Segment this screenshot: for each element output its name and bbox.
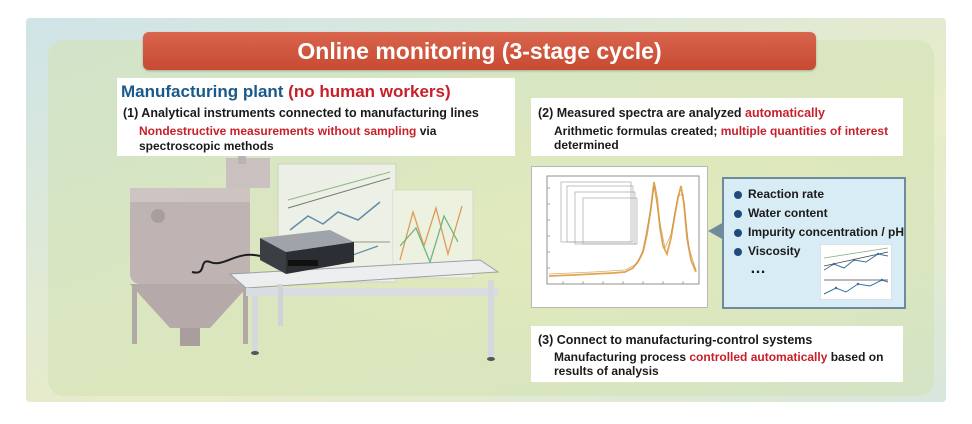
step3-line1-prefix: Manufacturing process xyxy=(554,350,690,364)
step2-label: (2) Measured spectra are analyzed automa… xyxy=(538,106,825,120)
plant-heading-text: Manufacturing plant xyxy=(121,82,289,101)
reactor-tank xyxy=(130,150,270,346)
quantity-item: Reaction rate xyxy=(748,187,825,201)
page-title: Online monitoring (3-stage cycle) xyxy=(143,32,816,70)
spectrometer-instrument xyxy=(260,230,354,274)
step2-prefix: (2) Measured spectra are analyzed xyxy=(538,106,746,120)
quantity-item: Water content xyxy=(748,206,828,220)
pointer-arrow-icon xyxy=(708,222,724,240)
bullet-icon xyxy=(734,229,742,237)
quantity-item: Impurity concentration / pH xyxy=(748,225,905,239)
step2-detail-line1: Arithmetic formulas created; multiple qu… xyxy=(554,124,888,138)
spectrum-inset-frames xyxy=(560,181,638,245)
y-axis-ticks xyxy=(547,187,550,269)
x-axis-ticks xyxy=(562,281,684,284)
analysis-text-box xyxy=(531,98,903,156)
step1-detail-line1: Nondestructive measurements without samp… xyxy=(139,124,436,138)
plant-heading: Manufacturing plant (no human workers) xyxy=(121,82,451,102)
step3-detail-line2: results of analysis xyxy=(554,364,659,378)
spectrum-trace xyxy=(548,181,697,277)
step1-detail-line2: spectroscopic methods xyxy=(139,139,274,153)
step1-rest: via xyxy=(416,124,437,138)
bullet-icon xyxy=(734,191,742,199)
step1-label: (1) Analytical instruments connected to … xyxy=(123,106,479,120)
bullet-icon xyxy=(734,210,742,218)
quantities-panel xyxy=(722,177,906,309)
step3-line1-highlight: controlled automatically xyxy=(689,350,828,364)
quantity-item: Viscosity xyxy=(748,244,801,258)
step2-line1-highlight: multiple quantities of interest xyxy=(720,124,889,138)
step1-highlight: Nondestructive measurements without samp… xyxy=(139,124,417,138)
bullet-icon xyxy=(734,248,742,256)
control-text-box xyxy=(531,326,903,382)
plant-text-box xyxy=(117,78,515,156)
mini-trend-chart xyxy=(820,244,892,300)
spectrum-chart xyxy=(546,175,700,285)
probe-cable xyxy=(191,253,261,274)
plant-heading-highlight: (no human workers) xyxy=(288,82,451,101)
step3-line1-suffix: based on xyxy=(827,350,884,364)
plant-illustration xyxy=(130,150,500,361)
spectrum-trace-2 xyxy=(548,185,697,275)
lab-table xyxy=(228,259,500,361)
step2-highlight: automatically xyxy=(745,106,825,120)
step2-detail-line2: determined xyxy=(554,138,619,152)
step3-label: (3) Connect to manufacturing-control sys… xyxy=(538,333,813,347)
step3-detail-line1: Manufacturing process controlled automat… xyxy=(554,350,883,364)
quantity-ellipsis: … xyxy=(750,260,766,277)
step2-line1-prefix: Arithmetic formulas created; xyxy=(554,124,721,138)
